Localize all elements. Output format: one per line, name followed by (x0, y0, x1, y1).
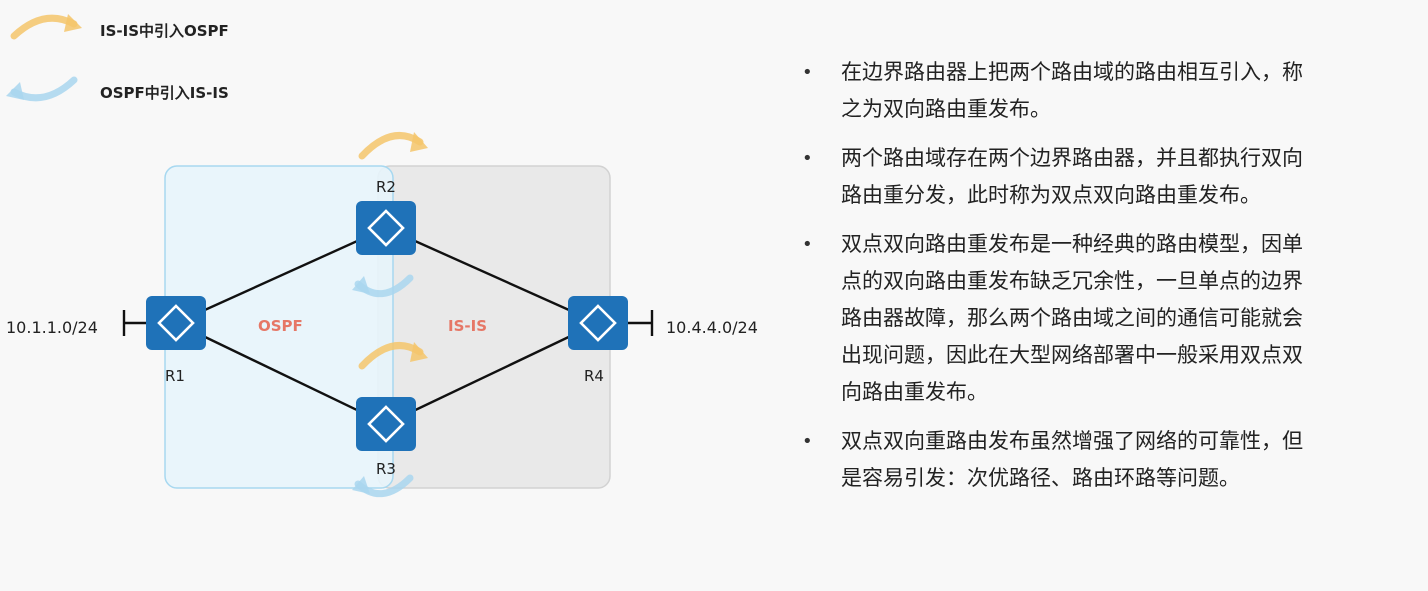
legend-label-isis-to-ospf: IS-IS中引入OSPF (100, 22, 229, 40)
subnet-label-right: 10.4.4.0/24 (666, 318, 758, 337)
bullet-line: 双点双向重路由发布虽然增强了网络的可靠性，但 (841, 429, 1303, 453)
bullet-item: 两个路由域存在两个边界路由器，并且都执行双向路由重分发，此时称为双点双向路由重发… (800, 140, 1412, 214)
router-r3 (354, 395, 418, 453)
router-r1 (144, 294, 208, 352)
orange-arrow-icon (10, 14, 78, 40)
router-icon (354, 199, 418, 257)
blue-arrow-icon (10, 76, 78, 102)
bullet-line: 两个路由域存在两个边界路由器，并且都执行双向 (841, 146, 1303, 170)
blue-arrow-icon-head (6, 82, 24, 100)
r2-orange-arrow-head (410, 132, 428, 152)
link-r1-r2 (175, 226, 387, 325)
bullet-line: 点的双向路由重发布缺乏冗余性，一旦单点的边界 (841, 269, 1303, 293)
bullet-line: 路由重分发，此时称为双点双向路由重发布。 (841, 183, 1261, 207)
bullet-line: 向路由重发布。 (841, 380, 988, 404)
r2-blue-arrow-head (352, 276, 370, 294)
r3-blue-arrow-head (352, 476, 370, 494)
isis-domain-label: IS-IS (448, 317, 487, 335)
router-icon (144, 294, 208, 352)
link-r1-r3 (175, 321, 387, 426)
redistribution-diagram: IS-IS中引入OSPF OSPF中引入IS-IS OSPF IS-IS (6, 14, 758, 498)
bullet-item: 双点双向路由重发布是一种经典的路由模型，因单点的双向路由重发布缺乏冗余性，一旦单… (800, 226, 1412, 411)
orange-arrow-icon-head (64, 14, 82, 32)
legend: IS-IS中引入OSPF OSPF中引入IS-IS (6, 14, 229, 102)
bullet-line: 是容易引发：次优路径、路由环路等问题。 (841, 466, 1240, 490)
bullet-list: 在边界路由器上把两个路由域的路由相互引入，称之为双向路由重发布。两个路由域存在两… (800, 54, 1412, 509)
router-label-r2: R2 (376, 178, 396, 196)
bullet-line: 之为双向路由重发布。 (841, 97, 1051, 121)
router-label-r1: R1 (165, 367, 185, 385)
bullet-line: 在边界路由器上把两个路由域的路由相互引入，称 (841, 60, 1303, 84)
links (122, 226, 654, 426)
router-r2 (354, 199, 418, 257)
ospf-domain-label: OSPF (258, 317, 303, 335)
link-r3-r4 (385, 321, 599, 426)
router-r4 (566, 294, 630, 352)
legend-label-ospf-to-isis: OSPF中引入IS-IS (100, 84, 229, 102)
router-label-r3: R3 (376, 460, 396, 478)
router-icon (566, 294, 630, 352)
r3-orange-arrow-head (410, 342, 428, 362)
subnet-label-left: 10.1.1.0/24 (6, 318, 98, 337)
bullet-line: 出现问题，因此在大型网络部署中一般采用双点双 (841, 343, 1303, 367)
redistribution-arrows (352, 132, 428, 498)
router-label-r4: R4 (584, 367, 604, 385)
bullet-line: 路由器故障，那么两个路由域之间的通信可能就会 (841, 306, 1303, 330)
router-icon (354, 395, 418, 453)
link-r2-r4 (385, 226, 599, 325)
bullet-item: 双点双向重路由发布虽然增强了网络的可靠性，但是容易引发：次优路径、路由环路等问题… (800, 423, 1412, 497)
bullet-line: 双点双向路由重发布是一种经典的路由模型，因单 (841, 232, 1303, 256)
